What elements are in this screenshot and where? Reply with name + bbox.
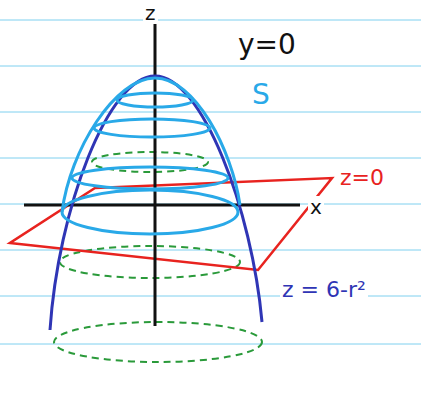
axis-label: x	[308, 196, 324, 218]
surface-s	[62, 78, 240, 234]
axes	[24, 24, 300, 326]
plane-equation: y=0	[236, 30, 298, 60]
surface-equation: z = 6-r²	[280, 278, 368, 302]
surface-label: S	[250, 80, 272, 110]
paraboloid	[50, 76, 262, 330]
axis-label: z	[143, 2, 158, 24]
ruled-lines	[0, 20, 421, 344]
plane-equation: z=0	[338, 166, 386, 190]
